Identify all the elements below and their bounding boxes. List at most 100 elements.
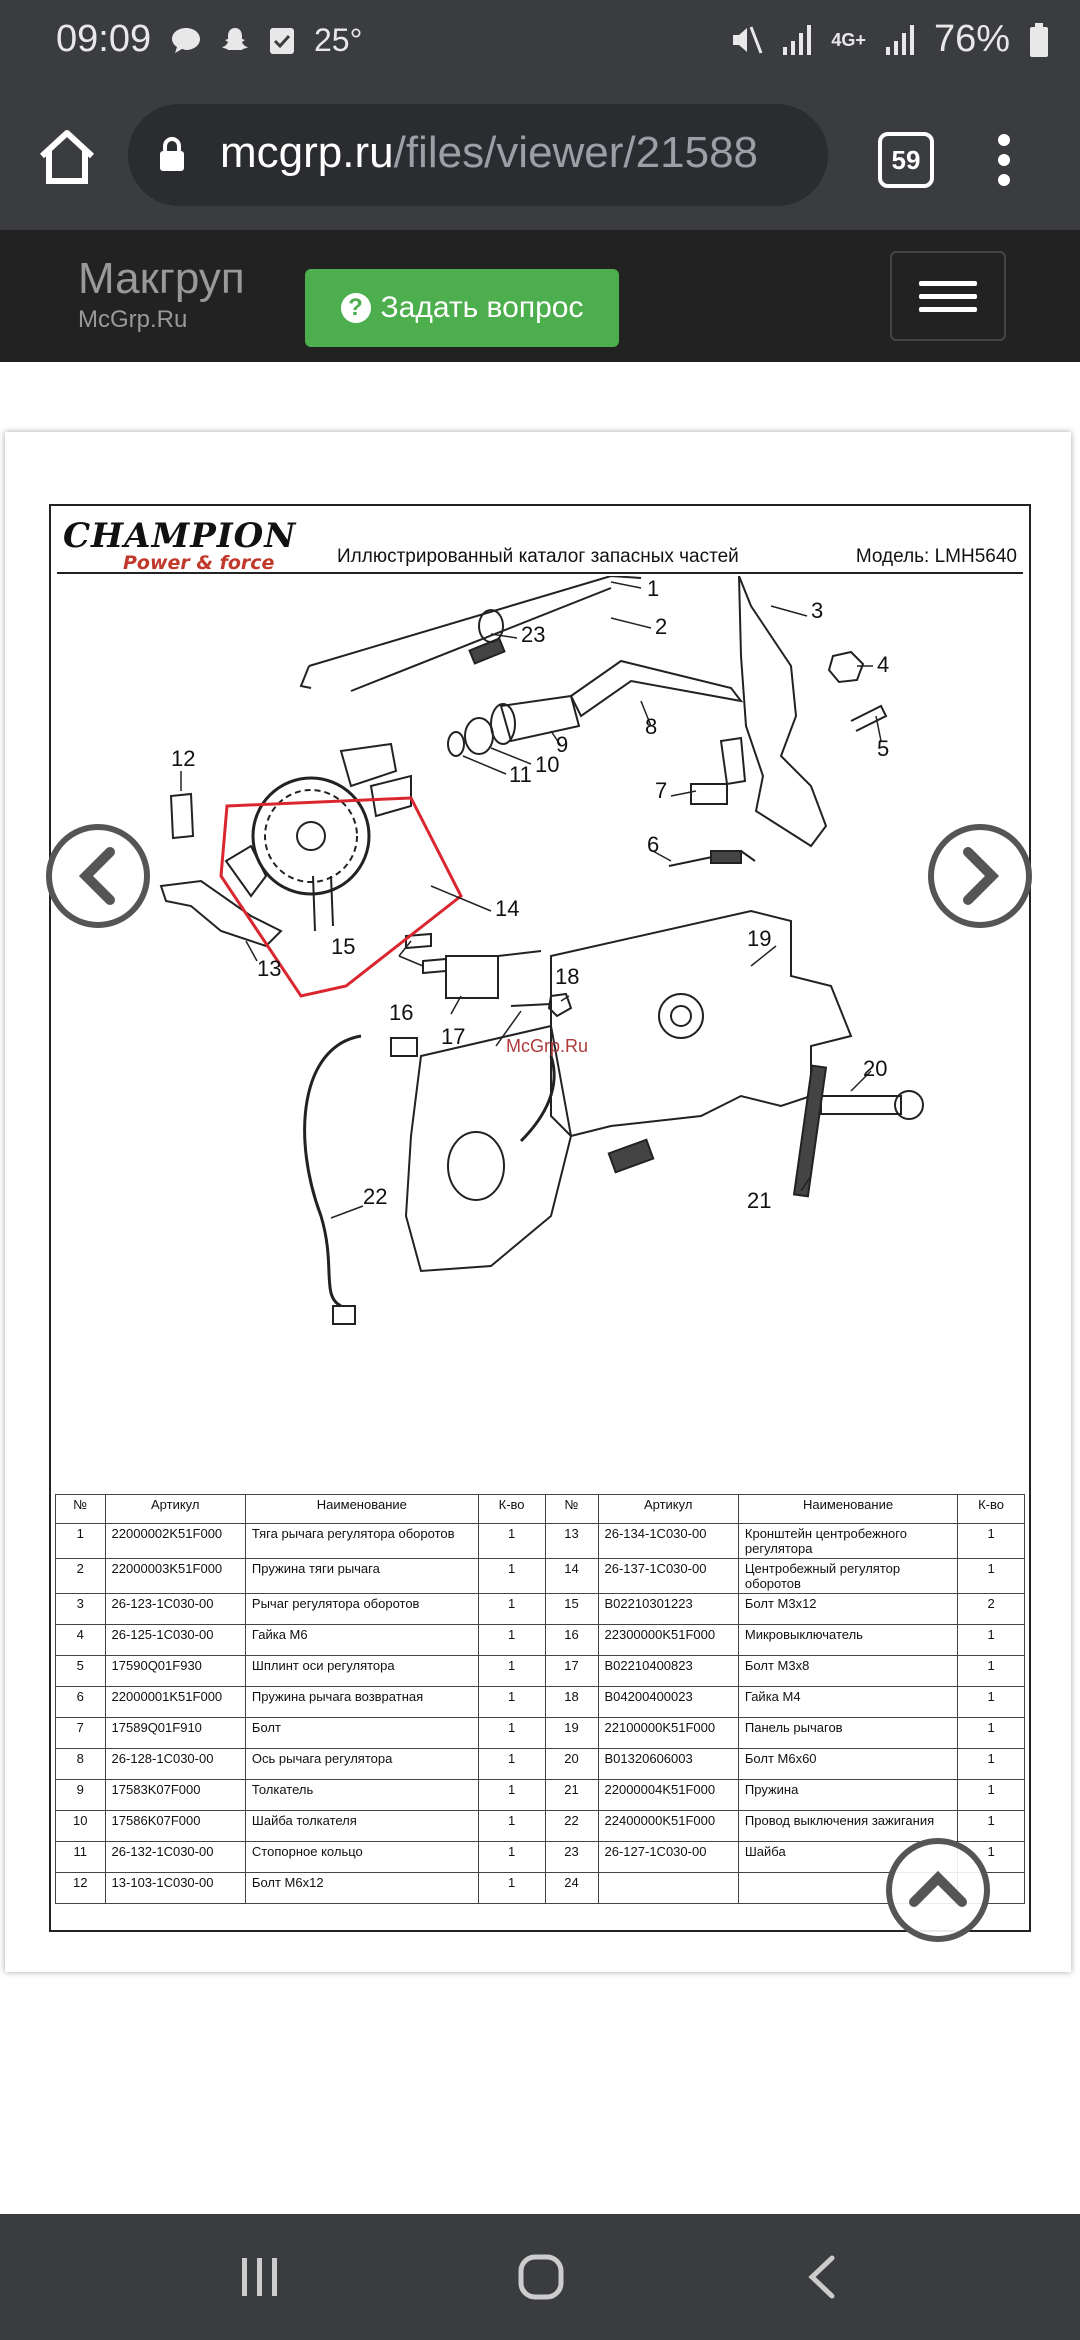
table-header-cell: Артикул — [597, 1494, 739, 1524]
table-cell-n2: 16 — [544, 1624, 599, 1656]
part-tension-spring — [792, 1064, 828, 1198]
part-spring-rod — [350, 587, 612, 692]
table-cell-n2: 17 — [544, 1655, 599, 1687]
table-cell-a1: 26-125-1C030-00 — [104, 1624, 246, 1656]
parts-catalog: CHAMPION Power & force Иллюстрированный … — [49, 504, 1031, 1932]
table-cell-n1: 8 — [55, 1748, 106, 1780]
table-cell-n2: 15 — [544, 1593, 599, 1625]
table-cell-n1: 2 — [55, 1558, 106, 1594]
table-cell-q2: 1 — [957, 1523, 1025, 1559]
ask-question-button[interactable]: ? Задать вопрос — [305, 269, 619, 347]
part-rod — [299, 576, 642, 689]
table-cell-n1: 4 — [55, 1624, 106, 1656]
table-cell-n1: 1 — [55, 1523, 106, 1559]
table-cell-q1: 1 — [477, 1841, 546, 1873]
address-bar[interactable]: mcgrp.ru/files/viewer/21588 — [128, 104, 828, 206]
home-icon[interactable] — [36, 126, 98, 188]
table-cell-n2: 18 — [544, 1686, 599, 1718]
table-cell-a1: 17586K07F000 — [104, 1810, 246, 1842]
callout-label: 7 — [655, 778, 667, 803]
system-nav-bar — [0, 2214, 1080, 2340]
table-cell-name1: Гайка M6 — [244, 1624, 479, 1656]
table-cell-a1: 26-132-1C030-00 — [104, 1841, 246, 1873]
temperature: 25° — [314, 22, 363, 58]
table-cell-name1: Стопорное кольцо — [244, 1841, 479, 1873]
table-cell-name2: Микровыключатель — [737, 1624, 959, 1656]
table-cell-a1: 13-103-1C030-00 — [104, 1872, 246, 1904]
previous-page-button[interactable] — [46, 824, 150, 928]
more-options-icon[interactable] — [994, 130, 1014, 190]
recent-apps-icon[interactable] — [238, 2254, 282, 2300]
governor-highlight-frame — [219, 796, 463, 998]
table-cell-q2: 1 — [957, 1717, 1025, 1749]
task-icon — [270, 27, 294, 54]
table-cell-name2: Провод выключения зажигания — [737, 1810, 959, 1842]
table-cell-name1: Шайба толкателя — [244, 1810, 479, 1842]
table-header-cell: № — [544, 1494, 599, 1524]
callout-label: 15 — [331, 934, 355, 959]
mute-icon — [733, 25, 763, 54]
callout-label: 19 — [747, 926, 771, 951]
table-cell-q1: 1 — [477, 1872, 546, 1904]
table-header-cell: К-во — [477, 1494, 546, 1524]
table-cell-q1: 1 — [477, 1593, 546, 1625]
part-governor-gear — [251, 776, 371, 896]
part-bracket — [159, 879, 283, 948]
table-cell-name2: Гайка M4 — [737, 1686, 959, 1718]
site-logo[interactable]: Макгруп McGrp.Ru — [78, 254, 245, 334]
table-cell-n1: 10 — [55, 1810, 106, 1842]
table-cell-a2: 22300000K51F000 — [597, 1624, 739, 1656]
table-cell-a2 — [597, 1872, 739, 1904]
callout-label: 5 — [877, 736, 889, 761]
callout-label: 12 — [171, 746, 195, 771]
callout-label: 6 — [647, 832, 659, 857]
hamburger-icon — [919, 281, 977, 286]
table-cell-q2: 1 — [957, 1748, 1025, 1780]
back-nav-icon[interactable] — [804, 2254, 840, 2300]
table-cell-n1: 3 — [55, 1593, 106, 1625]
table-cell-name2: Болт M3x12 — [737, 1593, 959, 1625]
table-cell-q2: 1 — [957, 1655, 1025, 1687]
home-nav-icon[interactable] — [516, 2252, 566, 2302]
table-cell-a2: 26-127-1C030-00 — [597, 1841, 739, 1873]
table-cell-a1: 26-123-1C030-00 — [104, 1593, 246, 1625]
watermark: McGrp.Ru — [506, 1036, 588, 1056]
brand-subtitle: McGrp.Ru — [78, 306, 188, 333]
scroll-to-top-button[interactable] — [886, 1838, 990, 1942]
menu-button[interactable] — [890, 251, 1006, 341]
url-path: /files/viewer/21588 — [393, 128, 759, 177]
callout-label: 20 — [863, 1056, 887, 1081]
brand-name: Макгруп — [78, 254, 245, 303]
catalog-model: Модель: LMH5640 — [855, 546, 1017, 567]
table-cell-name1: Болт M6x12 — [244, 1872, 479, 1904]
champion-logo: CHAMPION Power & force — [63, 516, 296, 574]
part-bolt-head — [690, 783, 728, 805]
signal-icon — [885, 24, 914, 55]
part-bolt-m6x60 — [820, 1095, 902, 1115]
callout-label: 2 — [655, 614, 667, 639]
callout-label: 18 — [555, 964, 579, 989]
callout-label: 11 — [509, 762, 532, 787]
table-cell-q2: 1 — [957, 1810, 1025, 1842]
table-cell-name2: Центробежный регулятор оборотов — [737, 1558, 959, 1594]
next-page-button[interactable] — [928, 824, 1032, 928]
table-cell-n1: 9 — [55, 1779, 106, 1811]
message-icon — [172, 27, 200, 53]
callout-label: 13 — [257, 956, 281, 981]
table-cell-q2: 1 — [957, 1558, 1025, 1594]
document-viewer[interactable]: CHAMPION Power & force Иллюстрированный … — [0, 362, 1080, 2214]
table-cell-n1: 7 — [55, 1717, 106, 1749]
table-cell-a1: 17583K07F000 — [104, 1779, 246, 1811]
callout-label: 17 — [441, 1024, 465, 1049]
tab-switcher-button[interactable]: 59 — [878, 132, 934, 188]
